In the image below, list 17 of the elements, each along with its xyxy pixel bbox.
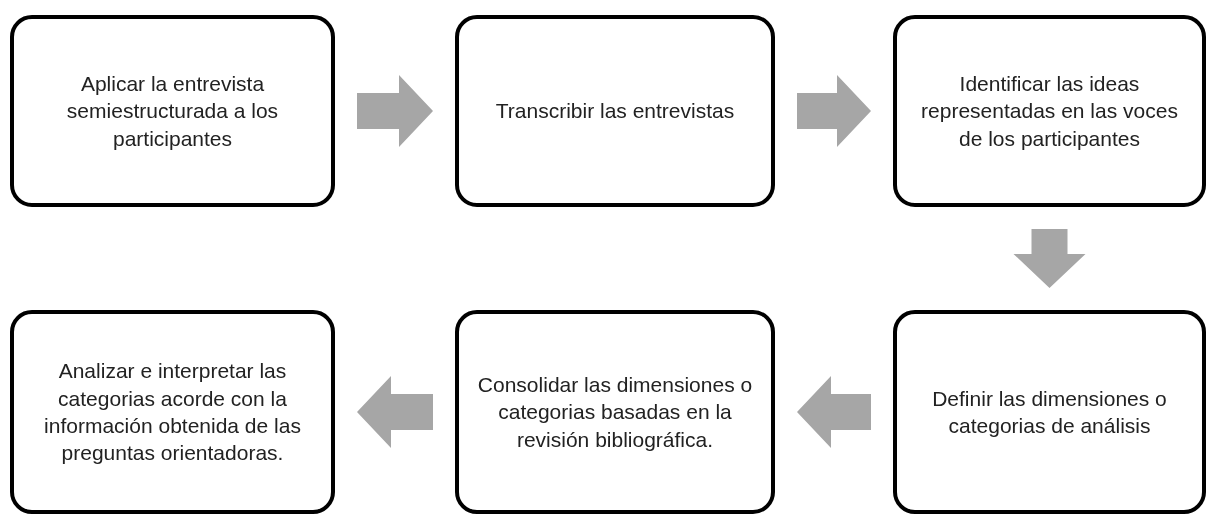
- process-box: [455, 15, 775, 207]
- block-arrow: [357, 75, 433, 147]
- step-text: Consolidar las dimensiones o categorias basadas en la revisión bibliográfica.: [476, 372, 754, 453]
- process-box: [455, 310, 775, 514]
- process-box: [893, 15, 1206, 207]
- step-text: Aplicar la entrevista semiestructurada a los participantes: [65, 71, 280, 152]
- block-arrow: [797, 75, 871, 147]
- block-arrow: [1013, 229, 1086, 288]
- step-text: Analizar e interpretar las categorias acorde con la información obtenida de las preguntas orientadoras.: [43, 358, 302, 467]
- process-box: [893, 310, 1206, 514]
- block-arrow: [797, 376, 871, 448]
- step-text: Identificar las ideas representadas en las voces de los participantes: [920, 71, 1179, 152]
- block-arrow: [357, 376, 433, 448]
- process-box: [10, 15, 335, 207]
- process-box: [10, 310, 335, 514]
- step-text: Definir las dimensiones o categorias de análisis: [931, 385, 1168, 439]
- step-text: Transcribir las entrevistas: [495, 98, 735, 125]
